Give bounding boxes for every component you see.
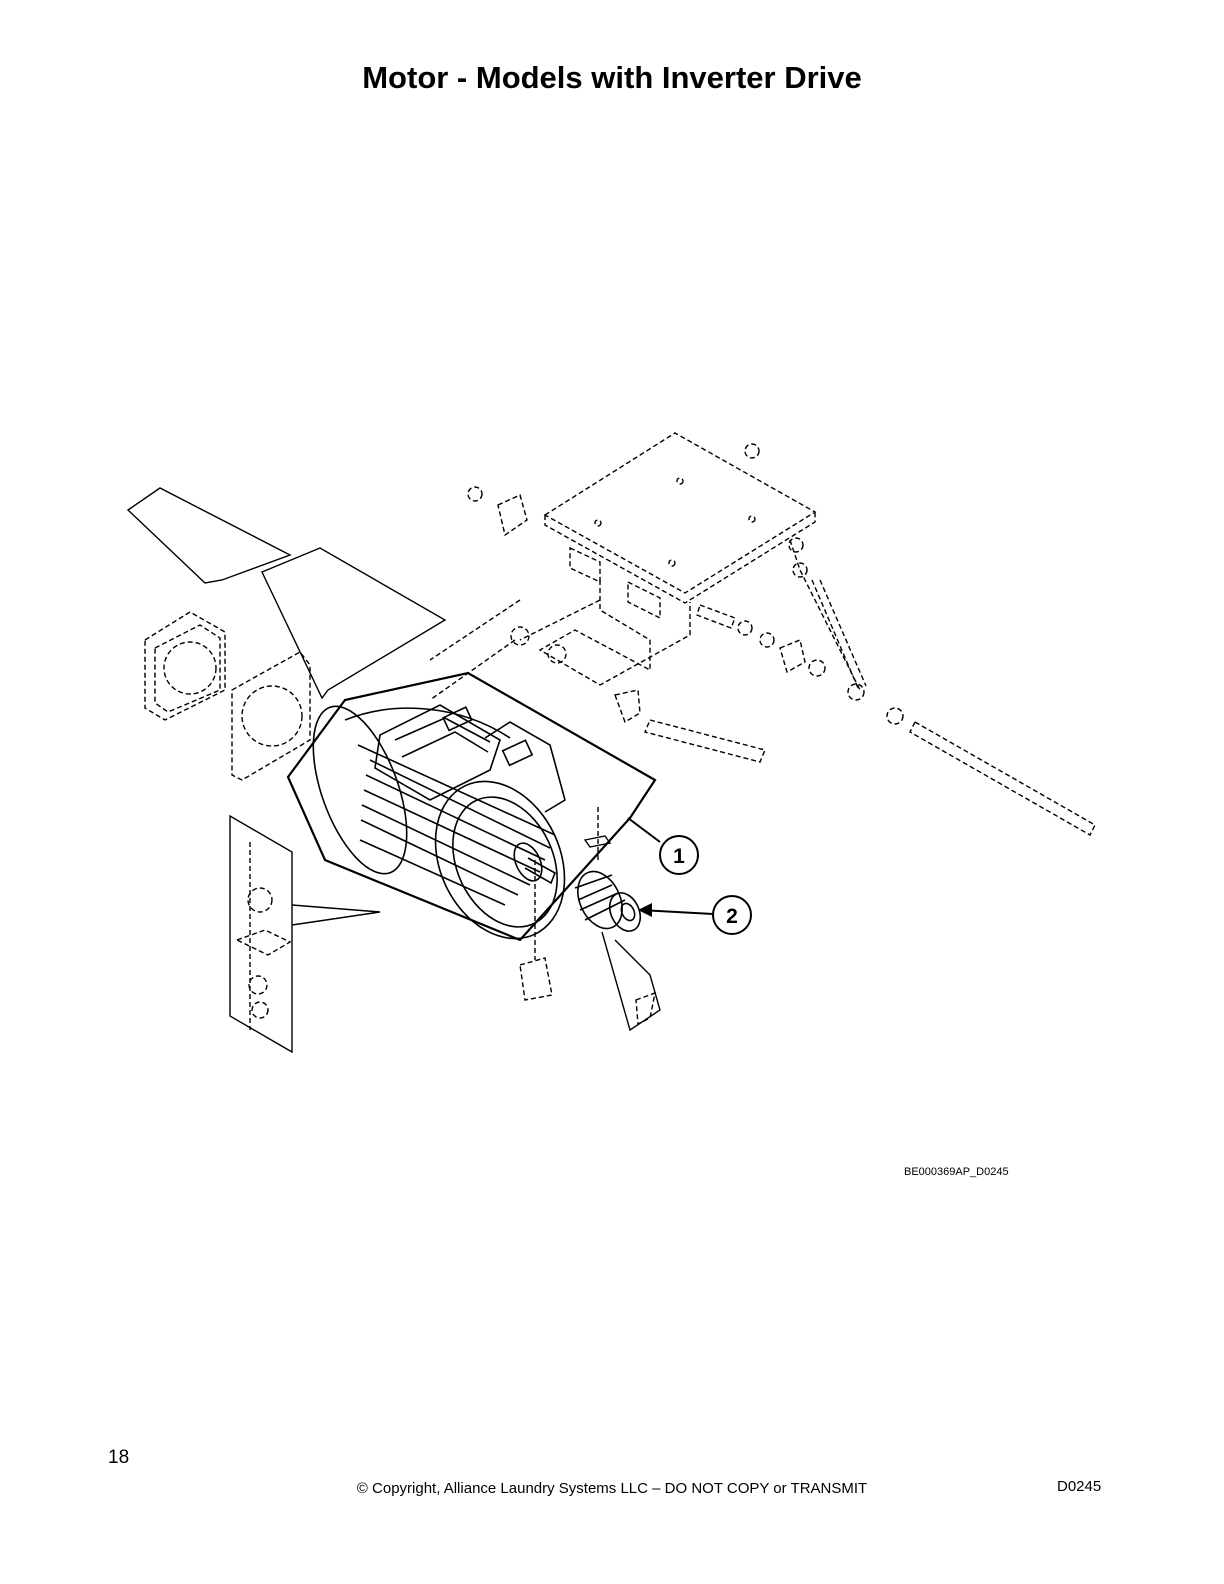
gasket-plate: [231, 651, 311, 781]
callout-2: 2: [638, 895, 752, 935]
figure-id: BE000369AP_D0245: [904, 1166, 1009, 1178]
callout-label-2: 2: [726, 905, 738, 928]
long-rod: [909, 721, 1096, 836]
motor-body: [312, 704, 566, 940]
copyright-notice: © Copyright, Alliance Laundry Systems LL…: [356, 1480, 868, 1497]
motor-callout-outline: [286, 671, 657, 942]
document-code: D0245: [1057, 1478, 1102, 1495]
mounting-plate: [543, 432, 817, 594]
support-bracket: [538, 580, 691, 686]
callout-1: 1: [627, 817, 699, 875]
pulley: [574, 870, 642, 932]
callout-label-1: 1: [673, 845, 685, 868]
fan-shroud: [144, 611, 226, 721]
page-number: 18: [108, 1447, 130, 1468]
page-title: Motor - Models with Inverter Drive: [362, 60, 862, 95]
